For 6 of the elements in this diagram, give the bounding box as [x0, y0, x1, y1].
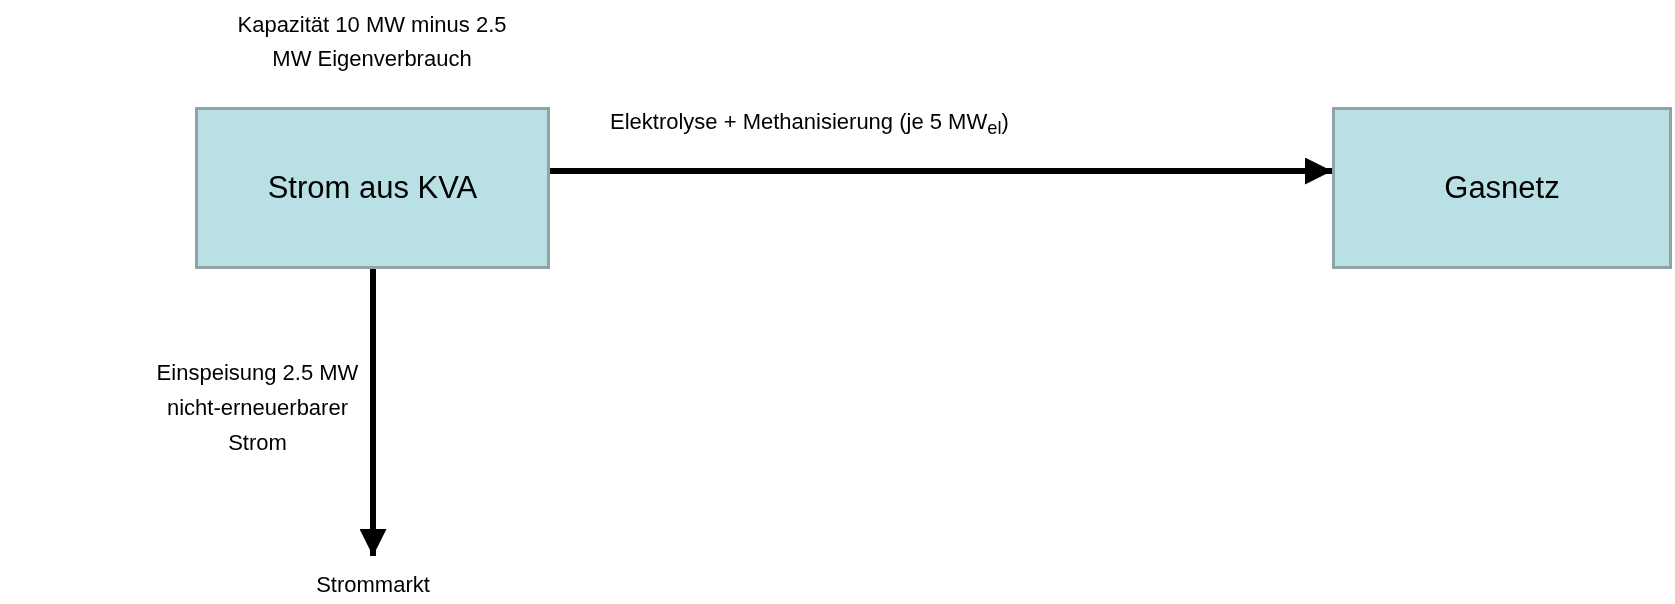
- node-caption: Kapazität 10 MW minus 2.5 MW Eigenverbrauch: [236, 11, 508, 74]
- arrow: [550, 157, 1332, 185]
- process-box: Gasnetz: [1332, 107, 1672, 269]
- node-label: Strommarkt: [253, 568, 493, 602]
- process-box: Strom aus KVA: [195, 107, 550, 269]
- arrow: [359, 269, 387, 556]
